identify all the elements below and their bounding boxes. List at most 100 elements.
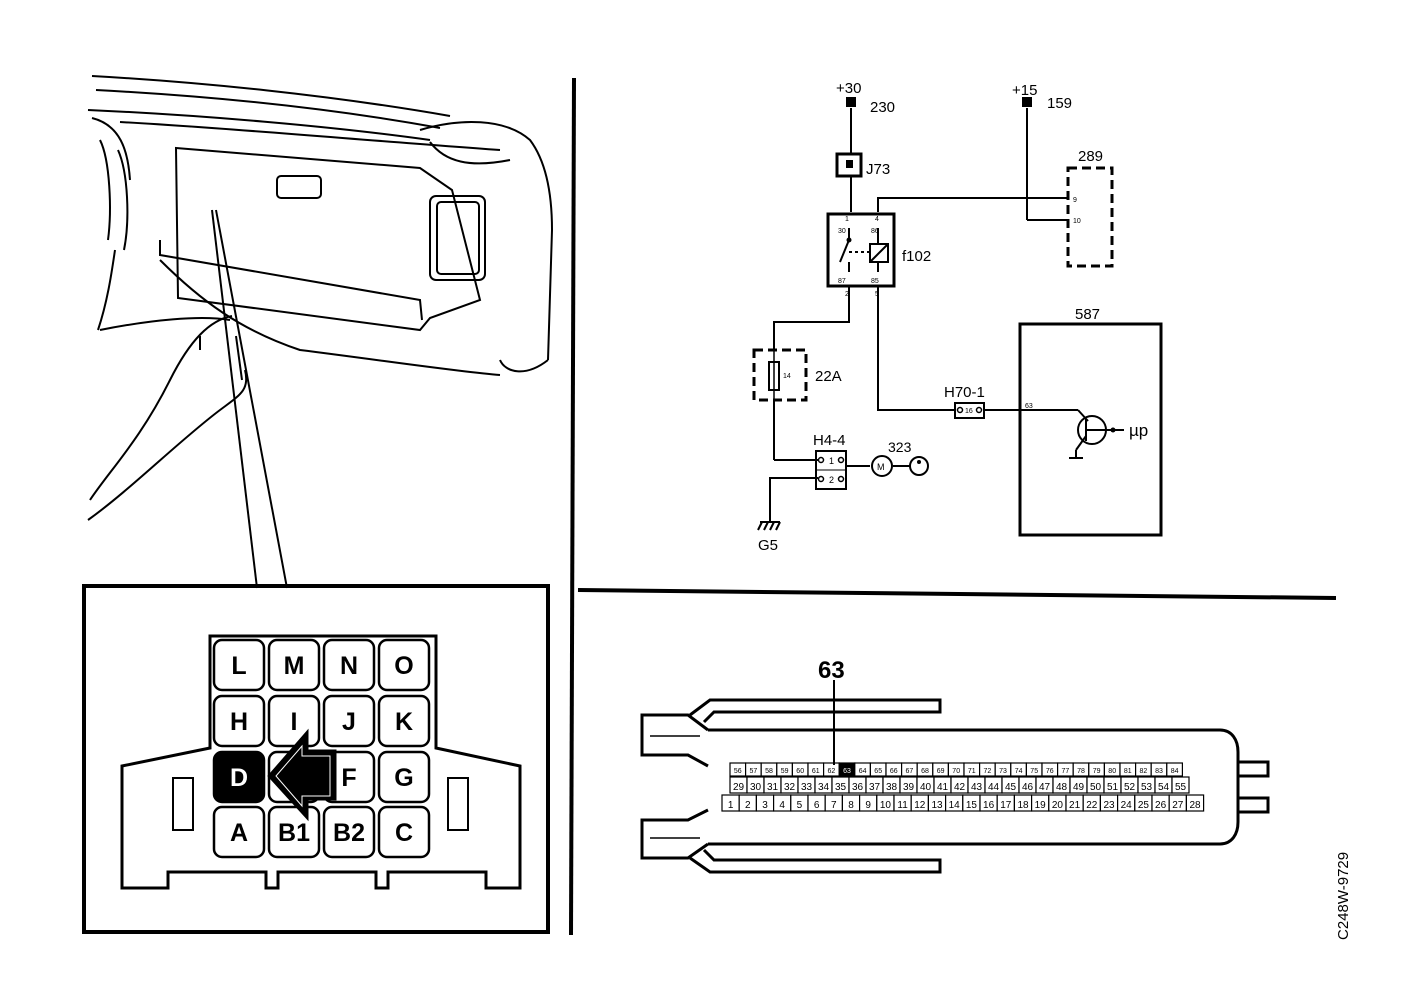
ecu-587-label: 587 — [1075, 306, 1100, 323]
pin-number: 31 — [767, 782, 779, 793]
pin-number: 82 — [1140, 768, 1148, 775]
relay-pin-87: 87 — [838, 278, 846, 285]
pin-number: 78 — [1077, 768, 1085, 775]
motor-323 — [871, 455, 893, 477]
pin-number: 51 — [1107, 782, 1119, 793]
pin-number: 53 — [1141, 782, 1153, 793]
pin-number: 72 — [984, 768, 992, 775]
connector-h4-4-label: H4-4 — [813, 432, 846, 449]
h70-pin-left — [956, 406, 964, 414]
terminal-box — [377, 750, 431, 804]
pin-number: 71 — [968, 768, 976, 775]
motor-323-label: 323 — [888, 439, 912, 455]
pin-cell — [1166, 762, 1184, 777]
pin-4: 4 — [772, 794, 792, 812]
pin-18: 18 — [1013, 794, 1033, 812]
pin-8: 8 — [841, 794, 861, 812]
pin-number: 37 — [869, 782, 881, 793]
terminal-box — [322, 694, 376, 748]
terminal-15-marker — [1022, 97, 1032, 107]
pin-number: 11 — [897, 800, 908, 811]
pin-number: 83 — [1155, 768, 1163, 775]
pin-number: 33 — [801, 782, 813, 793]
pin-number: 84 — [1171, 768, 1179, 775]
terminal-label: F — [341, 764, 356, 792]
transistor-symbol — [1069, 415, 1124, 459]
pin-72: 72 — [978, 762, 996, 777]
pin-number: 15 — [966, 800, 978, 811]
h4-pin-1-left — [817, 456, 825, 464]
terminal-box — [267, 805, 321, 859]
pin-number: 22 — [1086, 800, 1098, 811]
terminal-box — [267, 638, 321, 692]
wire-159-label: 159 — [1047, 95, 1072, 112]
terminal-n: N — [322, 638, 376, 692]
pin-number: 17 — [1000, 800, 1012, 811]
module-289-pin-9: 9 — [1073, 197, 1077, 204]
pin-number: 12 — [914, 800, 926, 811]
ecu-connector-rails — [650, 735, 700, 839]
motor-symbol: M — [877, 462, 885, 472]
terminal-label: B1 — [278, 819, 310, 847]
pin-number: 64 — [859, 768, 867, 775]
pin-number: 1 — [728, 800, 734, 811]
connector-j73-label: J73 — [866, 161, 890, 178]
pin-9: 9 — [858, 794, 878, 812]
pin-83: 83 — [1150, 762, 1168, 777]
terminal-k: K — [377, 694, 431, 748]
pin-27: 27 — [1168, 794, 1187, 812]
pin-number: 28 — [1189, 800, 1201, 811]
connector-h70-1-label: H70-1 — [944, 384, 985, 401]
relay-contact — [839, 228, 889, 272]
pin-15: 15 — [962, 794, 981, 812]
pin-number: 35 — [835, 782, 847, 793]
pin-2: 2 — [738, 794, 758, 812]
pin-49: 49 — [1069, 776, 1088, 794]
module-289-pin-10: 10 — [1073, 218, 1081, 225]
pin-number: 23 — [1103, 800, 1115, 811]
pin-47: 47 — [1035, 776, 1054, 794]
pin-number: 5 — [797, 800, 803, 811]
pin-39: 39 — [899, 776, 918, 794]
pin-59: 59 — [776, 762, 793, 777]
pin-number: 34 — [818, 782, 830, 793]
pin-76: 76 — [1041, 762, 1059, 777]
pin-number: 4 — [779, 800, 785, 811]
pin-number: 79 — [1093, 768, 1101, 775]
pin-73: 73 — [994, 762, 1012, 777]
terminal-label: G — [394, 764, 413, 792]
pin-number: 16 — [983, 800, 995, 811]
terminal-box — [322, 805, 376, 859]
pin-68: 68 — [916, 762, 934, 777]
pin-78: 78 — [1072, 762, 1090, 777]
pin-45: 45 — [1001, 776, 1020, 794]
pin-31: 31 — [763, 776, 782, 794]
pin-69: 69 — [932, 762, 949, 777]
h4-pin-2: 2 — [829, 475, 834, 485]
terminal-label: C — [395, 819, 413, 847]
pin-number: 73 — [999, 768, 1007, 775]
terminal-label: N — [340, 652, 358, 680]
pin-53: 53 — [1137, 776, 1156, 794]
pin-35: 35 — [831, 776, 850, 794]
terminal-a: A — [212, 805, 266, 859]
connector-detail-frame — [82, 584, 550, 934]
relay-pin-30: 30 — [838, 228, 846, 235]
pin-number: 21 — [1069, 800, 1081, 811]
pin-number: 60 — [796, 768, 804, 775]
pin-number: 36 — [852, 782, 864, 793]
pin-number: 45 — [1005, 782, 1017, 793]
terminal-h: H — [212, 694, 266, 748]
relay-pin-5: 5 — [875, 291, 879, 298]
pin-number: 52 — [1124, 782, 1136, 793]
diagnostic-connector-housing — [120, 634, 522, 890]
pin-number: 67 — [906, 768, 914, 775]
pin-17: 17 — [996, 794, 1016, 812]
pin-46: 46 — [1018, 776, 1037, 794]
motor-load-dot — [917, 460, 921, 464]
terminal-l: L — [212, 638, 266, 692]
wire-230-label: 230 — [870, 99, 895, 116]
pin-36: 36 — [848, 776, 867, 794]
pin-13: 13 — [927, 794, 947, 812]
